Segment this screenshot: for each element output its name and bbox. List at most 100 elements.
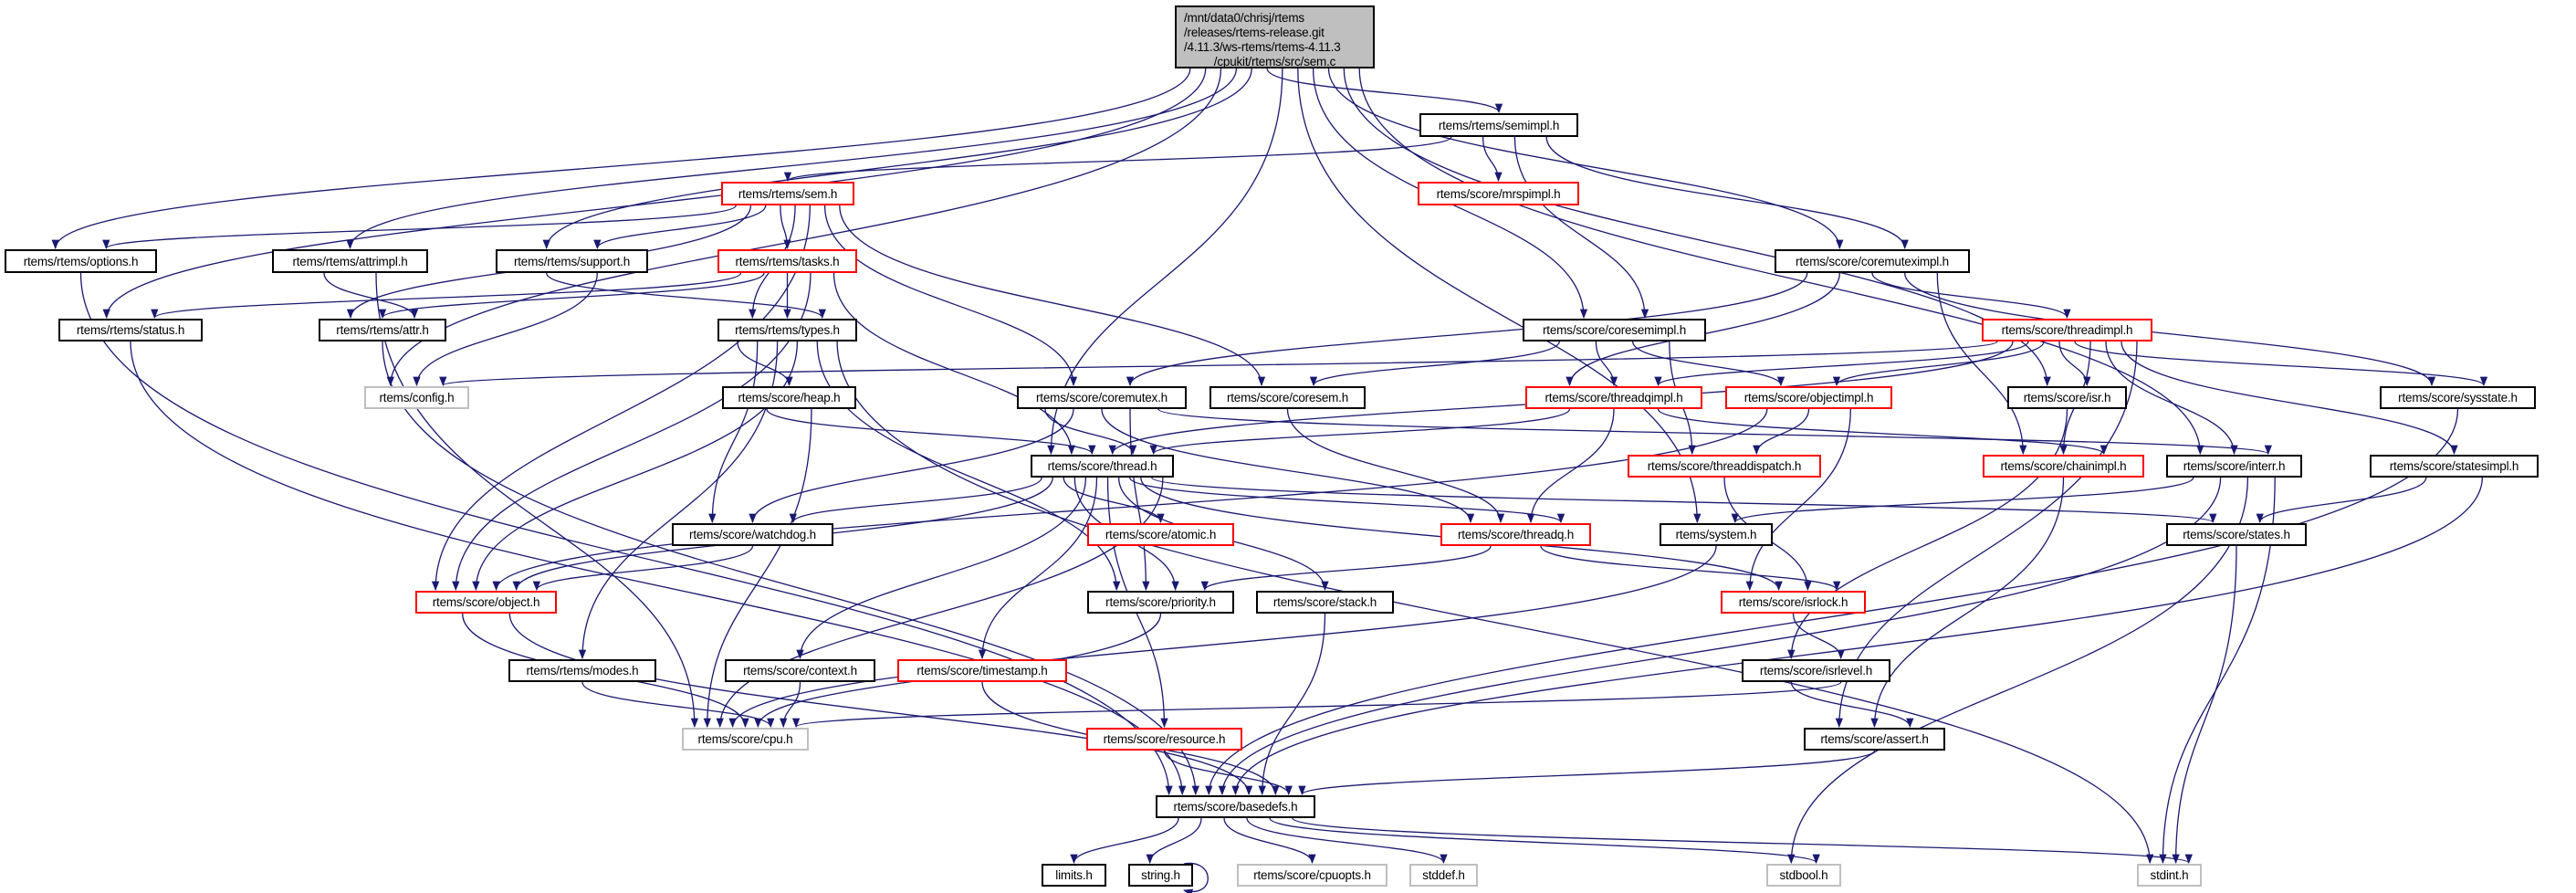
node-string[interactable]: string.h: [1128, 864, 1193, 887]
node-coremutex[interactable]: rtems/score/coremutex.h: [1017, 386, 1187, 409]
node-types[interactable]: rtems/rtems/types.h: [717, 319, 857, 341]
edge-support-to-config: [413, 272, 598, 387]
node-coresemimpl[interactable]: rtems/score/coresemimpl.h: [1523, 319, 1706, 341]
node-label: rtems/score/thread.h: [1047, 459, 1157, 473]
node-label: rtems/score/assert.h: [1820, 732, 1929, 746]
node-isrlevel[interactable]: rtems/score/isrlevel.h: [1742, 659, 1890, 682]
edge-thread-to-timestamp: [978, 477, 1098, 660]
node-coremuteximpl[interactable]: rtems/score/coremuteximpl.h: [1775, 249, 1970, 273]
node-mrspimpl[interactable]: rtems/score/mrspimpl.h: [1418, 182, 1579, 205]
root-path-line: /4.11.3/ws-rtems/rtems-4.11.3: [1184, 40, 1341, 54]
node-status[interactable]: rtems/rtems/status.h: [58, 319, 203, 341]
node-resource[interactable]: rtems/score/resource.h: [1086, 728, 1242, 751]
node-label: rtems/rtems/semimpl.h: [1438, 118, 1560, 132]
edge-coremuteximpl-to-chainimpl: [1936, 272, 2027, 456]
node-threadq[interactable]: rtems/score/threadq.h: [1440, 523, 1591, 546]
node-states[interactable]: rtems/score/states.h: [2166, 523, 2307, 546]
node-limits[interactable]: limits.h: [1042, 864, 1106, 887]
edge-sem-to-object: [431, 205, 811, 592]
node-semimpl[interactable]: rtems/rtems/semimpl.h: [1419, 113, 1578, 137]
node-isrlock[interactable]: rtems/score/isrlock.h: [1721, 591, 1866, 614]
node-config[interactable]: rtems/config.h: [364, 386, 469, 409]
root-path-line: /releases/rtems-release.git: [1184, 26, 1325, 39]
node-statesimpl[interactable]: rtems/score/statesimpl.h: [2370, 455, 2539, 478]
root-path-line: /cpukit/rtems/src/sem.c: [1213, 55, 1336, 68]
node-isr[interactable]: rtems/score/isr.h: [2007, 386, 2127, 409]
node-heap[interactable]: rtems/score/heap.h: [722, 386, 856, 409]
node-label: rtems/config.h: [379, 391, 455, 404]
node-objectimpl[interactable]: rtems/score/objectimpl.h: [1725, 386, 1892, 409]
node-sysstate[interactable]: rtems/score/sysstate.h: [2380, 386, 2536, 409]
edge-coremutex-to-threadq: [1101, 408, 1475, 524]
edge-thread-to-atomic: [1063, 477, 1165, 524]
edge-basedefs-to-cpuopts: [1223, 817, 1316, 865]
node-threadimpl[interactable]: rtems/score/threadimpl.h: [1982, 319, 2152, 341]
node-chainimpl[interactable]: rtems/score/chainimpl.h: [1983, 455, 2144, 478]
edge-threadimpl-to-interr: [2105, 341, 2238, 456]
node-label: rtems/score/isr.h: [2023, 391, 2111, 404]
edge-interr-to-basedefs: [1218, 477, 2222, 796]
node-label: rtems/score/cpu.h: [697, 732, 793, 746]
edge-threadimpl-to-config: [439, 341, 1998, 387]
node-label: rtems/score/basedefs.h: [1173, 800, 1298, 814]
node-label: rtems/rtems/tasks.h: [735, 254, 840, 268]
edge-attr-to-basedefs: [382, 341, 1199, 796]
edge-coresemimpl-to-coresem: [1309, 341, 1560, 387]
node-cpuopts[interactable]: rtems/score/cpuopts.h: [1237, 864, 1387, 887]
node-context[interactable]: rtems/score/context.h: [725, 659, 875, 682]
node-attrimpl[interactable]: rtems/rtems/attrimpl.h: [272, 249, 428, 273]
node-priority[interactable]: rtems/score/priority.h: [1087, 591, 1234, 614]
node-assert[interactable]: rtems/score/assert.h: [1804, 728, 1945, 751]
edge-assert-to-basedefs: [1298, 750, 1876, 796]
node-tasks[interactable]: rtems/rtems/tasks.h: [717, 249, 857, 273]
edge-watchdog-to-object: [532, 545, 754, 592]
node-atomic[interactable]: rtems/score/atomic.h: [1087, 523, 1234, 546]
node-stddef[interactable]: stddef.h: [1409, 864, 1478, 887]
edge-attrimpl-to-attr: [323, 272, 419, 320]
edge-root-to-semimpl: [1266, 68, 1503, 114]
node-stack[interactable]: rtems/score/stack.h: [1256, 591, 1394, 614]
node-timestamp[interactable]: rtems/score/timestamp.h: [897, 659, 1067, 682]
node-cpu[interactable]: rtems/score/cpu.h: [682, 728, 809, 751]
node-threaddispatch[interactable]: rtems/score/threaddispatch.h: [1628, 455, 1821, 478]
node-interr[interactable]: rtems/score/interr.h: [2166, 455, 2302, 478]
node-stdbool[interactable]: stdbool.h: [1766, 864, 1841, 887]
edge-coresemimpl-to-objectimpl: [1631, 341, 1785, 387]
node-label: rtems/score/threadq.h: [1457, 528, 1575, 541]
node-label: rtems/score/isrlock.h: [1738, 595, 1848, 609]
edge-tasks-to-attr: [379, 272, 765, 320]
node-label: rtems/score/chainimpl.h: [2000, 459, 2127, 473]
node-stdint[interactable]: stdint.h: [2137, 864, 2202, 887]
node-object[interactable]: rtems/score/object.h: [415, 591, 557, 614]
edge-string-to-string: [1182, 862, 1209, 893]
node-basedefs[interactable]: rtems/score/basedefs.h: [1156, 795, 1315, 818]
edge-root-to-support: [542, 68, 1252, 250]
node-label: rtems/rtems/modes.h: [526, 664, 639, 678]
node-label: rtems/score/isrlevel.h: [1759, 664, 1873, 678]
node-label: rtems/score/priority.h: [1105, 595, 1216, 609]
node-modes[interactable]: rtems/rtems/modes.h: [508, 659, 656, 682]
node-attr[interactable]: rtems/rtems/attr.h: [319, 319, 446, 341]
node-watchdog[interactable]: rtems/score/watchdog.h: [672, 523, 833, 546]
edge-threadimpl-to-threadqimpl: [1654, 341, 2029, 387]
node-label: stddef.h: [1422, 868, 1465, 882]
node-support[interactable]: rtems/rtems/support.h: [496, 249, 648, 273]
node-threadqimpl[interactable]: rtems/score/threadqimpl.h: [1525, 386, 1702, 409]
edge-threadq-to-priority: [1200, 545, 1492, 592]
edge-thread-to-states: [1151, 477, 2216, 524]
edge-resource-to-basedefs: [1163, 750, 1293, 796]
node-options[interactable]: rtems/rtems/options.h: [5, 249, 157, 273]
edge-coresemimpl-to-threadqimpl: [1595, 341, 1618, 387]
edge-types-to-heap: [737, 341, 793, 387]
edge-interr-to-system: [1731, 477, 2194, 524]
node-sem[interactable]: rtems/rtems/sem.h: [721, 182, 854, 205]
node-label: rtems/score/stack.h: [1272, 595, 1377, 609]
edge-objectimpl-to-threaddispatch: [1753, 408, 1810, 456]
edge-threadimpl-to-isr: [2058, 341, 2091, 387]
node-thread[interactable]: rtems/score/thread.h: [1031, 455, 1174, 478]
node-coresem[interactable]: rtems/score/coresem.h: [1209, 386, 1366, 409]
edge-modes-to-cpu: [581, 681, 775, 729]
node-system[interactable]: rtems/system.h: [1660, 523, 1773, 546]
